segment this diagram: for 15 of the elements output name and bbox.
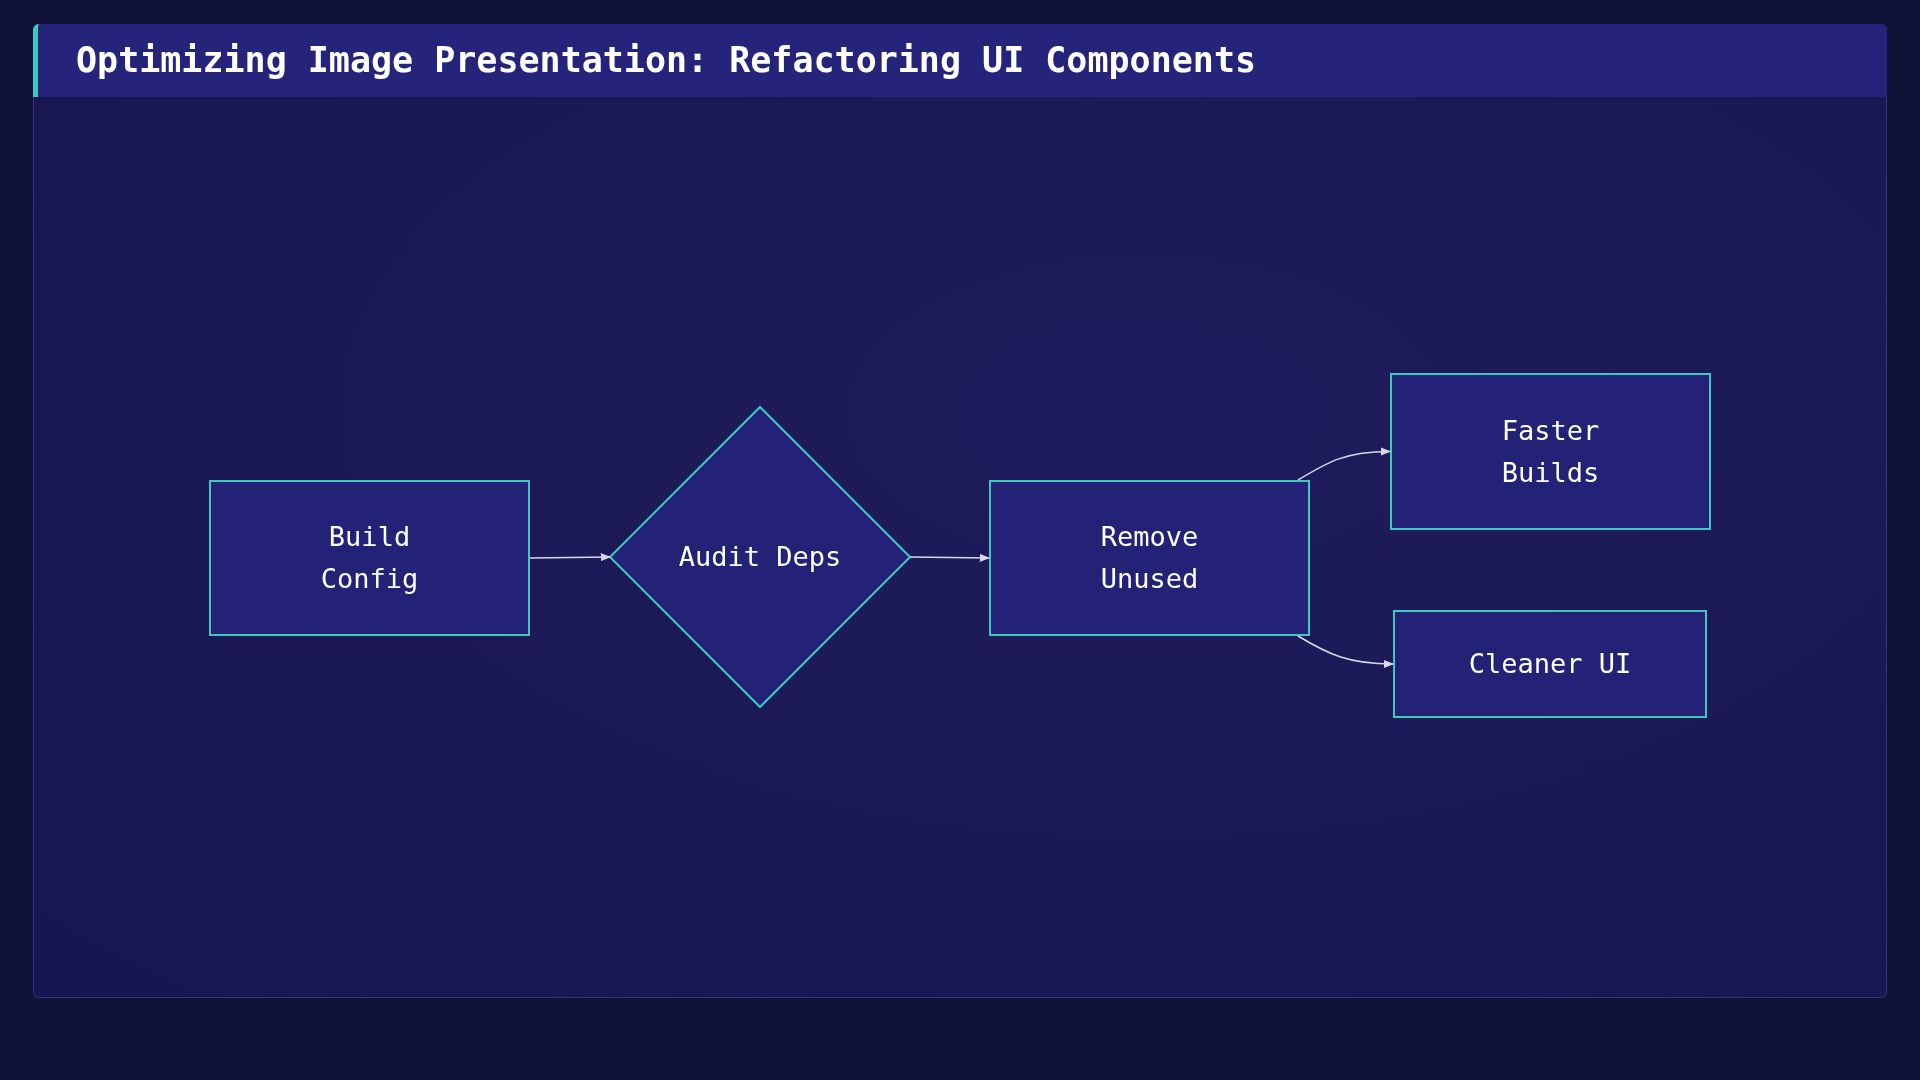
node-label: Faster Builds bbox=[1500, 413, 1601, 490]
node-label: Audit Deps bbox=[678, 540, 842, 574]
arrow bbox=[909, 553, 991, 563]
process-box bbox=[1390, 373, 1711, 530]
arrow bbox=[529, 552, 612, 562]
arrow bbox=[1297, 635, 1395, 668]
node-label: Build Config bbox=[319, 520, 420, 596]
node-label: Remove Unused bbox=[1099, 520, 1200, 596]
decision-diamond bbox=[610, 407, 910, 707]
process-box bbox=[1393, 610, 1707, 718]
process-box bbox=[989, 480, 1310, 636]
process-box bbox=[209, 480, 530, 636]
arrow bbox=[1297, 447, 1392, 481]
title-bar: Optimizing Image Presentation: Refactoring UI Components bbox=[33, 24, 1887, 97]
node-label: Cleaner UI bbox=[1468, 647, 1632, 681]
